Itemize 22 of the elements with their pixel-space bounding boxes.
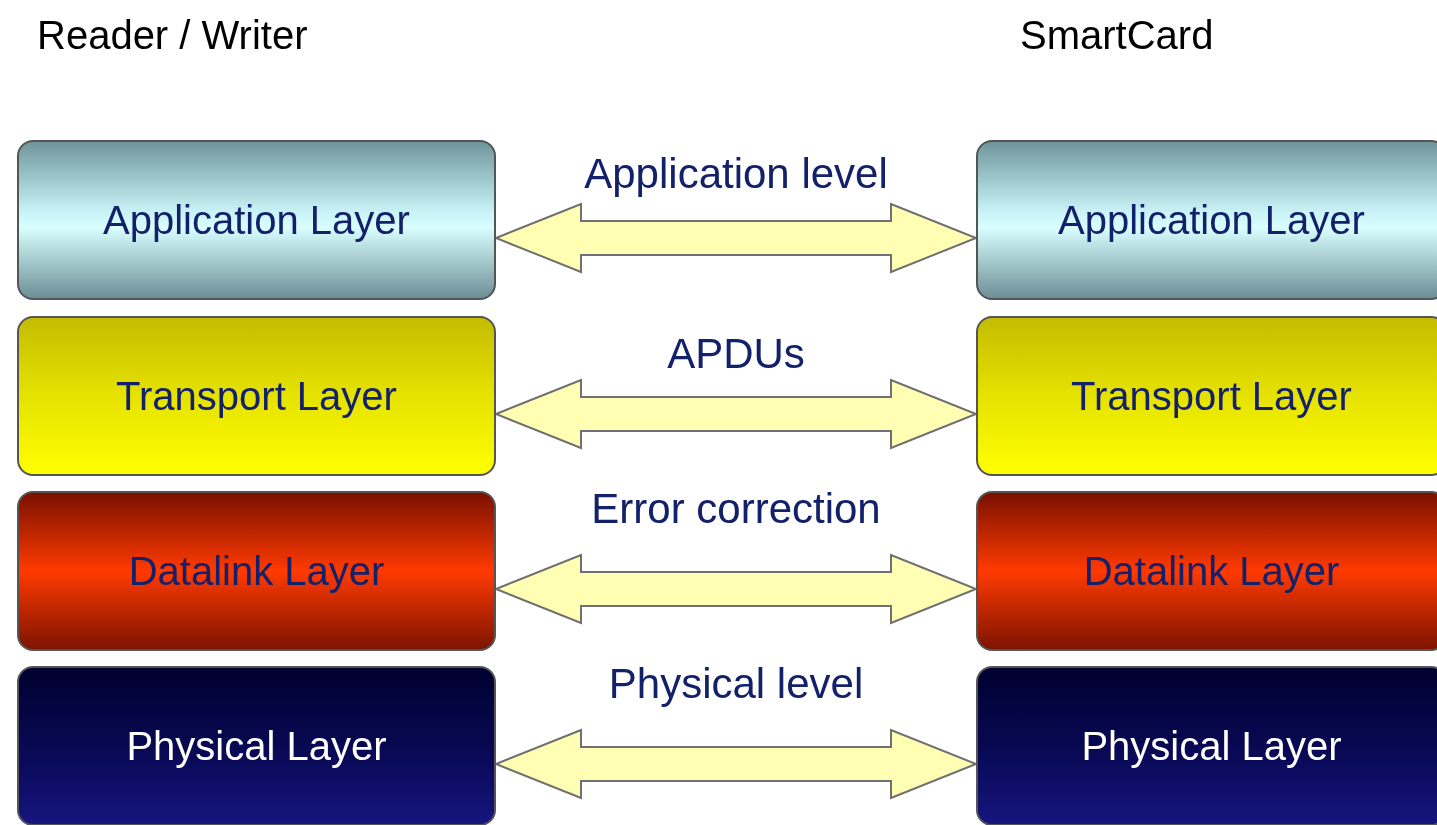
layer-name: Physical Layer (126, 723, 387, 769)
transport-layer-box (976, 316, 1437, 476)
datalink-layer-box (17, 491, 496, 651)
layer-name: Application Layer (103, 197, 410, 243)
layer-name: Datalink Layer (1083, 548, 1340, 594)
layer-name: Physical Layer (1081, 723, 1342, 769)
transport-layer-box (17, 316, 496, 476)
application-layer-box (976, 140, 1437, 300)
datalink-layer-box (976, 491, 1437, 651)
double-arrow (493, 553, 979, 625)
double-arrow (493, 378, 979, 450)
physical-layer-box (976, 666, 1437, 825)
physical-layer-box (17, 666, 496, 825)
layer-name: Datalink Layer (128, 548, 385, 594)
double-arrow (493, 202, 979, 274)
layer-name: Transport Layer (1071, 373, 1352, 419)
layer-name: Application Layer (1058, 197, 1365, 243)
column-heading: SmartCard (1020, 12, 1214, 58)
column-heading: Reader / Writer (37, 12, 308, 58)
double-arrow (493, 728, 979, 800)
layer-name: Transport Layer (116, 373, 397, 419)
application-layer-box (17, 140, 496, 300)
